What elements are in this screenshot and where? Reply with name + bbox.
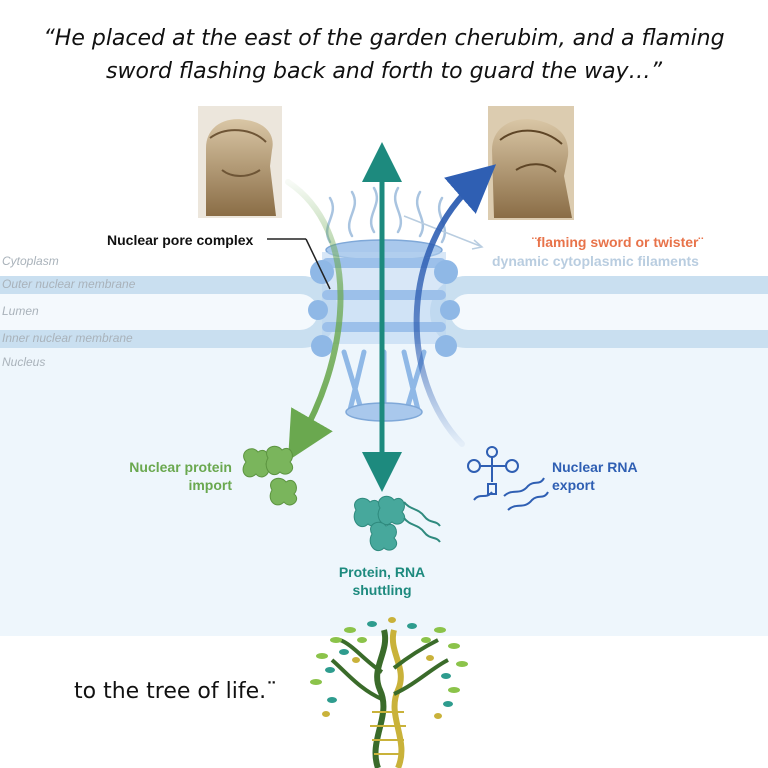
export-rna-icons <box>467 446 549 511</box>
zone-lumen: Lumen <box>2 304 39 318</box>
tree-of-life-image <box>310 617 468 768</box>
zone-inner-membrane: Inner nuclear membrane <box>2 331 133 345</box>
rna-export-line-1: Nuclear RNA <box>552 459 638 475</box>
rna-export-line-2: export <box>552 477 595 493</box>
filament-pointer-line <box>403 215 481 247</box>
tree-of-life-caption: to the tree of life.¨ <box>74 679 278 704</box>
zone-nucleus: Nucleus <box>2 355 46 369</box>
shuttling-line-1: Protein, RNA <box>338 564 426 580</box>
protein-import-label: Nuclear protein import <box>112 458 232 494</box>
quote-line-2: sword flashing back and forth to guard t… <box>106 59 662 84</box>
import-protein-icons <box>242 445 298 506</box>
cherub-statue-left-image <box>198 106 282 218</box>
npc-pointer-line-diag <box>305 238 331 290</box>
protein-import-line-1: Nuclear protein <box>129 459 232 475</box>
cherub-statue-right-image <box>488 106 574 220</box>
nuclear-envelope <box>0 276 768 348</box>
shuttle-molecule-icons <box>353 495 406 552</box>
rna-export-label: Nuclear RNA export <box>552 458 638 494</box>
cytoplasmic-filaments <box>325 186 447 244</box>
export-arrow <box>413 164 497 447</box>
shuttling-line-2: shuttling <box>352 582 412 598</box>
zone-outer-membrane: Outer nuclear membrane <box>2 277 136 291</box>
filaments-label: dynamic cytoplasmic filaments <box>492 253 699 269</box>
shuttle-rna-icons <box>403 501 441 543</box>
npc-label: Nuclear pore complex <box>107 232 254 248</box>
quote-line-1: “He placed at the east of the garden che… <box>43 26 725 51</box>
shuttling-label: Protein, RNA shuttling <box>322 563 442 599</box>
protein-import-line-2: import <box>188 477 232 493</box>
scripture-quote: “He placed at the east of the garden che… <box>0 22 768 88</box>
zone-cytoplasm: Cytoplasm <box>2 254 59 268</box>
import-arrow <box>285 179 344 461</box>
flaming-sword-label: ¨flaming sword or twister¨ <box>532 234 704 250</box>
